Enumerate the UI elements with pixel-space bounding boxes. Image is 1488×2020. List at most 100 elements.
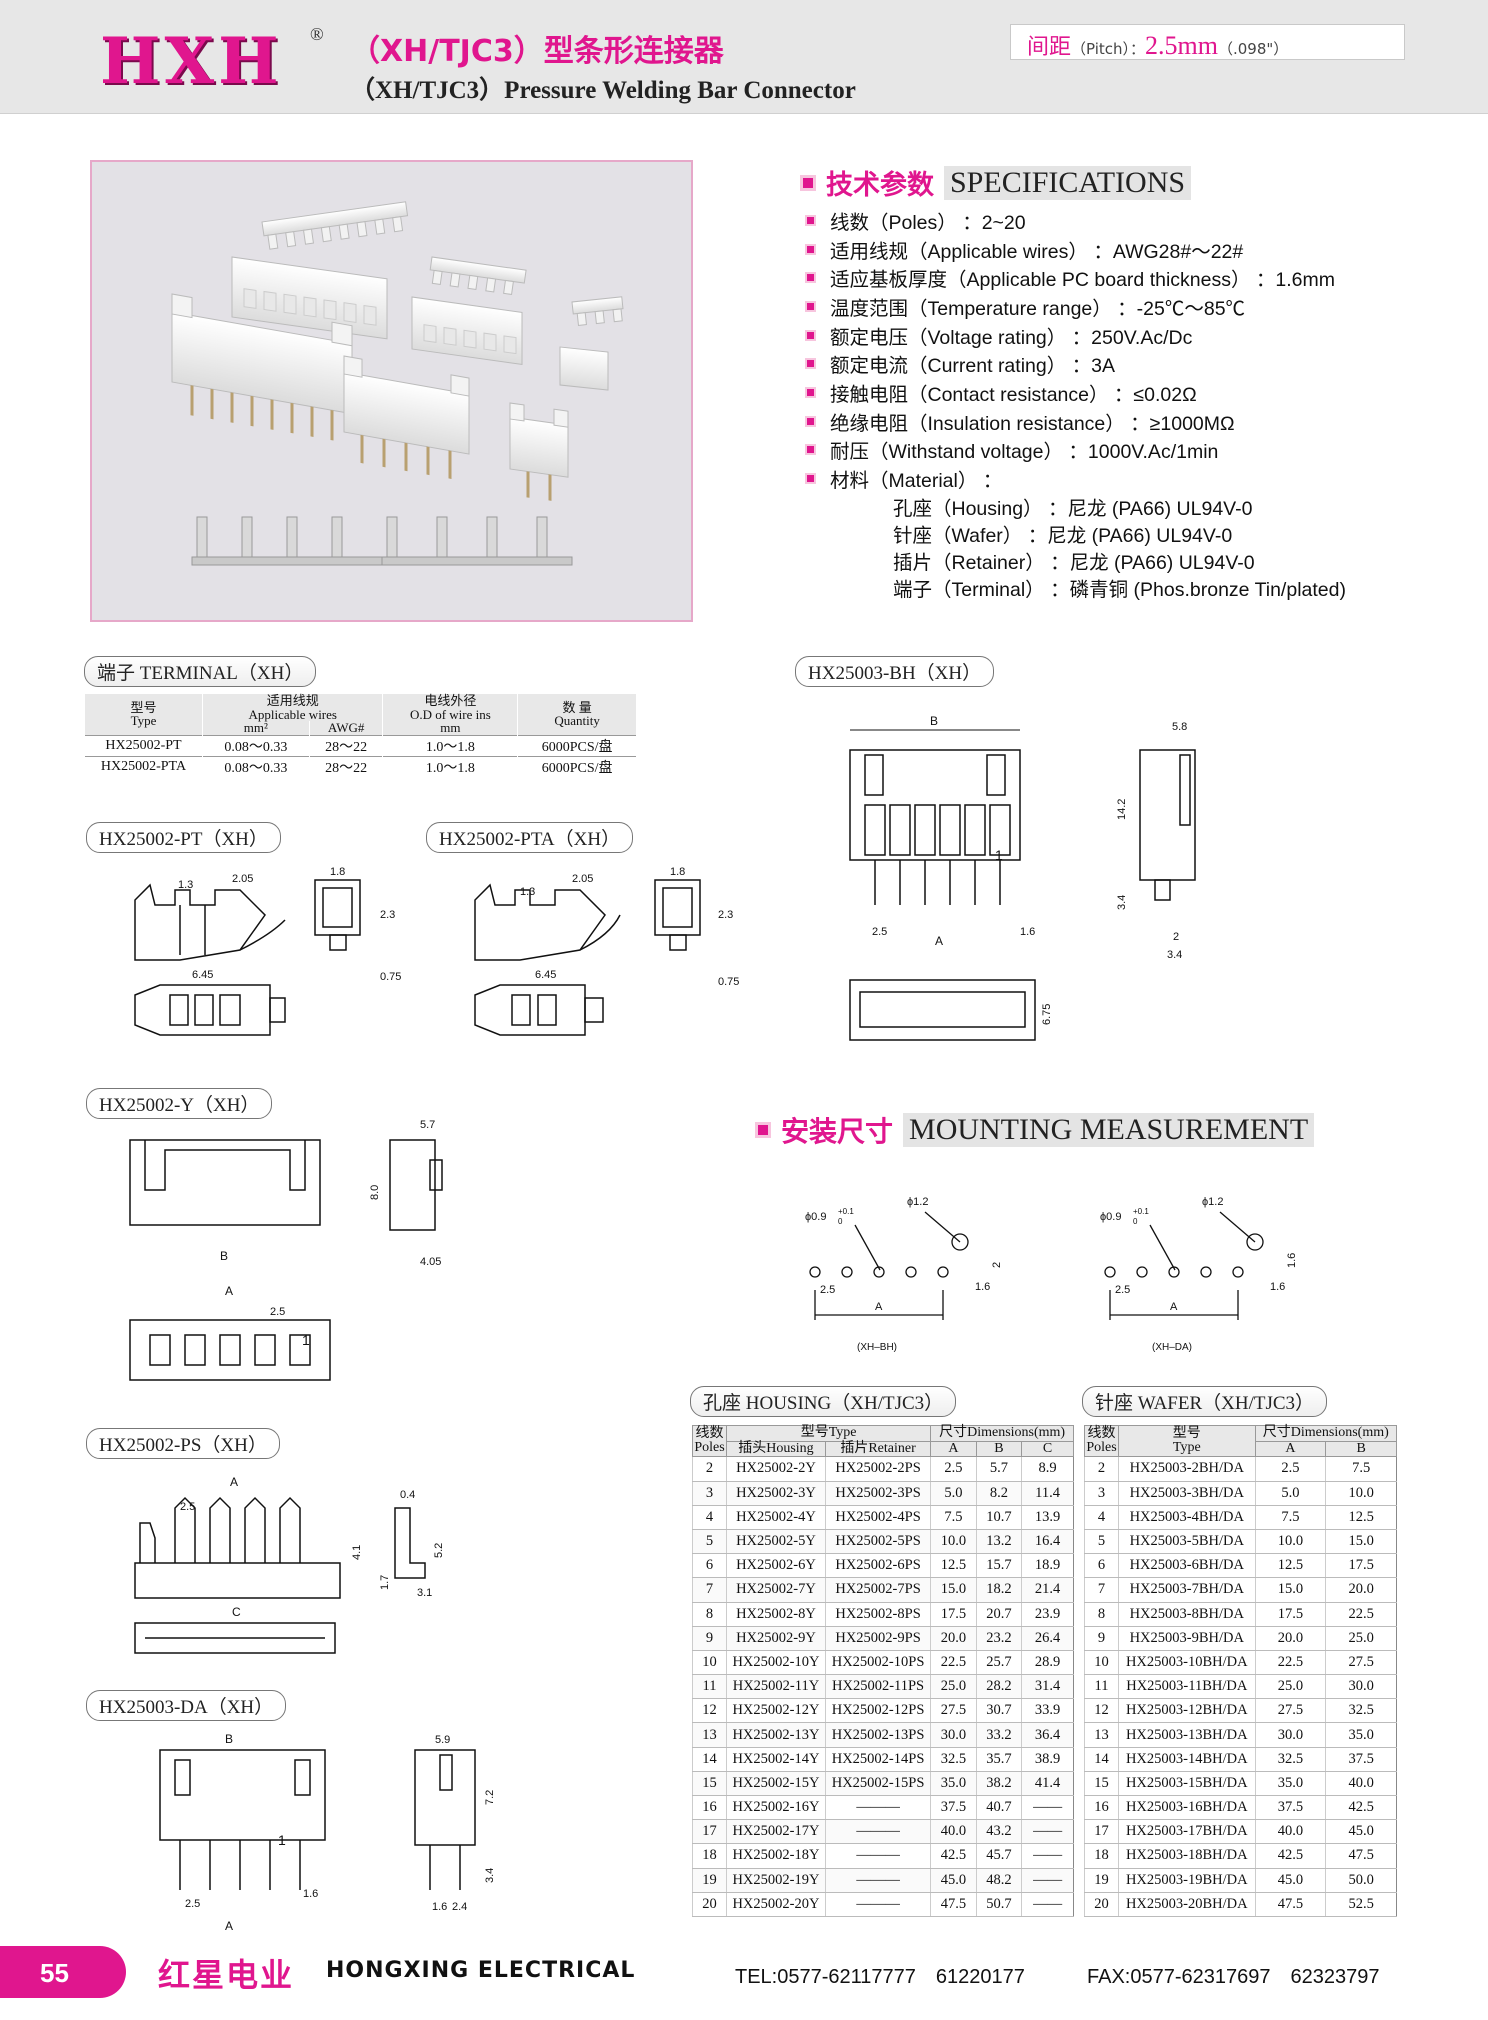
table-cell: HX25003-8BH/DA [1118,1602,1256,1627]
table-cell: HX25002-9Y [726,1626,826,1651]
svg-text:A: A [935,934,943,948]
svg-text:3.4: 3.4 [484,1868,496,1883]
table-cell: 2.5 [1254,1456,1326,1482]
title-en: （XH/TJC3）Pressure Welding Bar Connector [350,77,856,104]
svg-text:A: A [225,1284,233,1298]
table-cell: 27.5 [1325,1650,1397,1676]
table-cell: 5 [692,1529,727,1555]
svg-text:1.3: 1.3 [520,886,535,898]
pitch-sub: （Pitch）： [1071,40,1146,58]
table-cell: 17 [692,1819,727,1845]
table-cell: 22.5 [1325,1602,1397,1627]
table-cell: ——— [824,1892,931,1917]
table-cell: 3 [1084,1481,1119,1506]
pt-label: HX25002-PT（XH） [86,822,281,853]
table-cell: 11 [692,1674,727,1700]
svg-text:3.1: 3.1 [417,1587,432,1599]
table-cell: 28.9 [1021,1650,1074,1676]
svg-text:2: 2 [991,1262,1003,1268]
table-cell: HX25002-17Y [726,1819,826,1845]
svg-text:2.5: 2.5 [872,926,887,938]
table-cell: 12.5 [1325,1505,1397,1530]
svg-text:4.05: 4.05 [420,1256,441,1268]
table-cell: HX25002-13PS [824,1722,931,1748]
table-cell: 45.0 [1254,1868,1326,1893]
table-cell: 7 [692,1577,727,1603]
table-cell: 13 [1084,1722,1119,1748]
table-cell: 40.0 [1254,1819,1326,1845]
wafer-label: 针座 WAFER（XH/TJC3） [1082,1386,1328,1417]
svg-text:+0.1: +0.1 [1133,1207,1149,1216]
table-cell: 32.5 [1325,1698,1397,1724]
bullet-icon [805,300,816,312]
table-cell: HX25003-3BH/DA [1118,1481,1256,1506]
table-cell: HX25003-14BH/DA [1118,1747,1256,1772]
table-cell: HX25002-10Y [726,1650,826,1676]
table-cell: 37.5 [930,1795,977,1821]
table-cell: 17.5 [930,1602,977,1627]
svg-text:2.5: 2.5 [820,1284,835,1296]
table-cell: —— [1021,1795,1074,1821]
table-cell: 12 [1084,1698,1119,1724]
mounting-drawings: ϕ0.9 +0.1 0 ϕ1.2 2.5 A 1.6 2 (XH–BH) ϕ0.… [805,1196,1298,1353]
table-cell: 7.5 [930,1505,977,1530]
table-cell: 9 [692,1626,727,1651]
title-cn: （XH/TJC3）型条形连接器 [350,34,724,69]
svg-text:ϕ0.9: ϕ0.9 [805,1211,826,1223]
table-cell: HX25003-16BH/DA [1118,1795,1256,1821]
table-cell: 20.7 [975,1602,1022,1627]
table-cell: HX25002-20Y [726,1892,826,1917]
mounting-heading: 安装尺寸 MOUNTING MEASUREMENT [755,1110,1315,1150]
table-cell: HX25002-6Y [726,1553,826,1579]
table-cell: 18 [1084,1843,1119,1869]
table-cell: 15.0 [1254,1577,1326,1603]
table-cell: HX25003-13BH/DA [1118,1722,1256,1748]
table-cell: 52.5 [1325,1892,1397,1917]
bh-drawing: B A 2.5 1.6 1 5.8 14.2 3.4 2 3.4 6.75 [849,714,1196,1041]
table-cell: HX25003-15BH/DA [1118,1771,1256,1797]
registered-mark: ® [310,24,324,44]
table-cell: HX25003-9BH/DA [1118,1626,1256,1651]
table-cell: 43.2 [975,1819,1022,1845]
svg-text:B: B [220,1249,228,1263]
table-cell: 27.5 [1254,1698,1326,1724]
table-cell: 4 [1084,1505,1119,1530]
table-cell: HX25003-4BH/DA [1118,1505,1256,1530]
table-cell: 37.5 [1254,1795,1326,1821]
y-label: HX25002-Y（XH） [86,1088,273,1119]
spec-heading: 技术参数 SPECIFICATIONS [800,163,1192,202]
material-item: 端子（Terminal） ：磷青铜 (Phos.bronze Tin/plate… [893,578,1346,601]
table-cell: HX25002-4Y [726,1505,826,1530]
svg-text:0.75: 0.75 [718,976,739,988]
mounting-title-cn: 安装尺寸 [781,1115,894,1148]
table-cell: 2.5 [930,1456,977,1482]
table-cell: HX25002-8Y [726,1602,826,1627]
table-cell: HX25002-14PS [824,1747,931,1772]
table-cell: 17.5 [1254,1602,1326,1627]
svg-text:5.9: 5.9 [435,1734,450,1746]
table-cell: 38.2 [975,1771,1022,1797]
company-name-cn: 红星电业 [158,1956,295,1994]
svg-text:1.6: 1.6 [303,1888,318,1900]
svg-text:3.4: 3.4 [1167,949,1182,961]
svg-text:ϕ1.2: ϕ1.2 [1202,1196,1223,1208]
da-drawing: B A 2.5 1.6 1 5.9 7.2 3.4 1.6 2.4 [159,1732,496,1933]
table-cell: HX25002-6PS [824,1553,931,1579]
table-cell: 16 [692,1795,727,1821]
table-cell: ——— [824,1868,931,1893]
svg-text:8.0: 8.0 [369,1185,381,1200]
table-cell: HX25002-12PS [824,1698,931,1724]
svg-text:2.5: 2.5 [180,1501,195,1513]
table-cell: ——— [824,1819,931,1845]
